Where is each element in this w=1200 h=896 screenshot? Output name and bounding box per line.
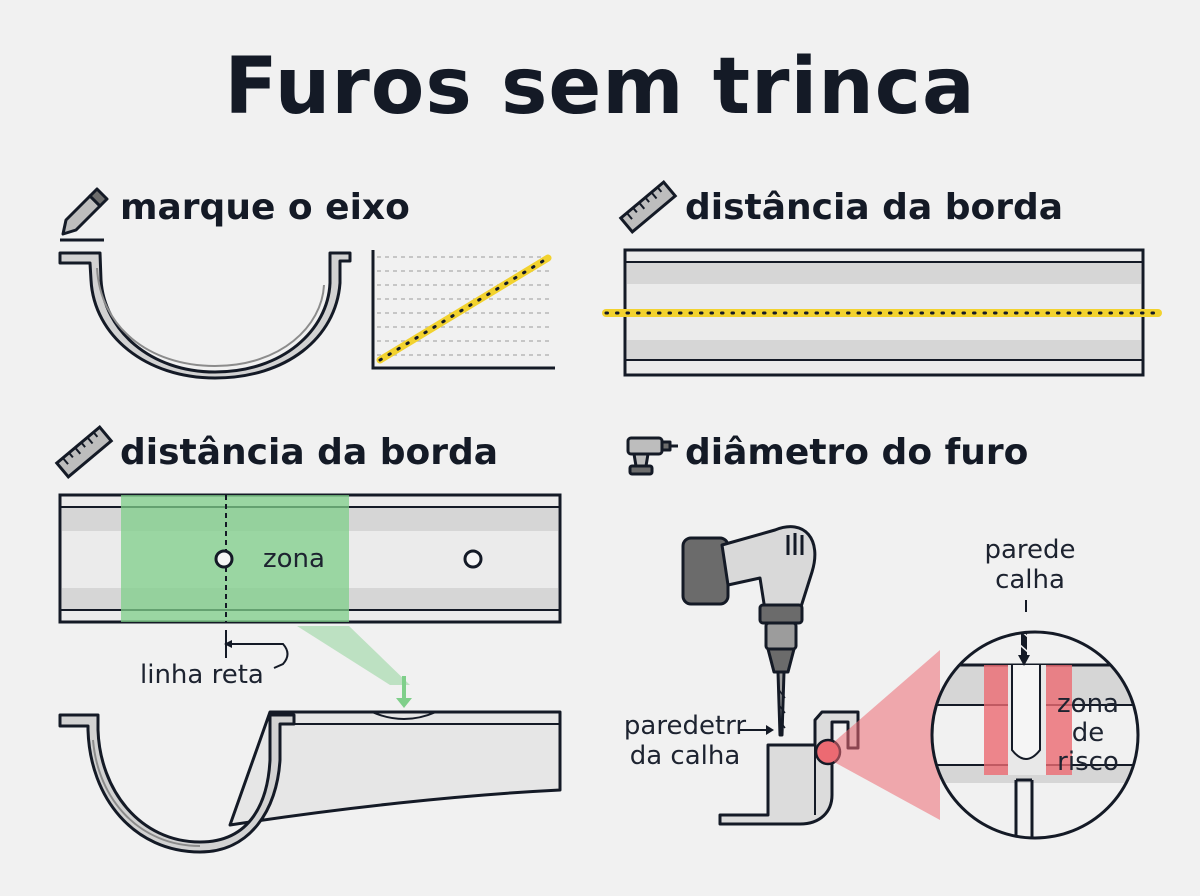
gutter-wall-section (718, 650, 940, 826)
drill-zone (121, 495, 349, 622)
hole-marker (463, 549, 483, 569)
heading-edge-distance-bottom: distância da borda (120, 432, 499, 473)
magnifier-view (930, 600, 1140, 840)
ruler-icon (54, 424, 114, 480)
gutter-profile (58, 251, 352, 380)
wall-label: parede calha (984, 535, 1076, 595)
magnify-beam (834, 650, 940, 820)
page-title: Furos sem trinca (224, 42, 976, 132)
risk-zone-label: zona de risco (1057, 689, 1119, 778)
ruler-icon (618, 179, 678, 235)
straight-line-label: linha reta (140, 660, 264, 690)
gutter-zone-view (58, 493, 562, 708)
gutter-top-view (602, 248, 1162, 377)
drill-icon (626, 436, 678, 476)
hole-marker (214, 549, 234, 569)
gutter-wall-label: paredetrr da calha (623, 711, 747, 771)
pencil-icon (60, 187, 109, 242)
zone-projection (297, 626, 410, 685)
heading-edge-distance-top: distância da borda (685, 187, 1064, 228)
gutter-cutaway (58, 710, 562, 854)
zone-label: zona (263, 544, 325, 574)
heading-mark-axis: marque o eixo (120, 187, 410, 228)
drill-tool (681, 525, 817, 737)
heading-hole-diameter: diâmetro do furo (685, 432, 1029, 473)
axis-chart (371, 250, 555, 370)
